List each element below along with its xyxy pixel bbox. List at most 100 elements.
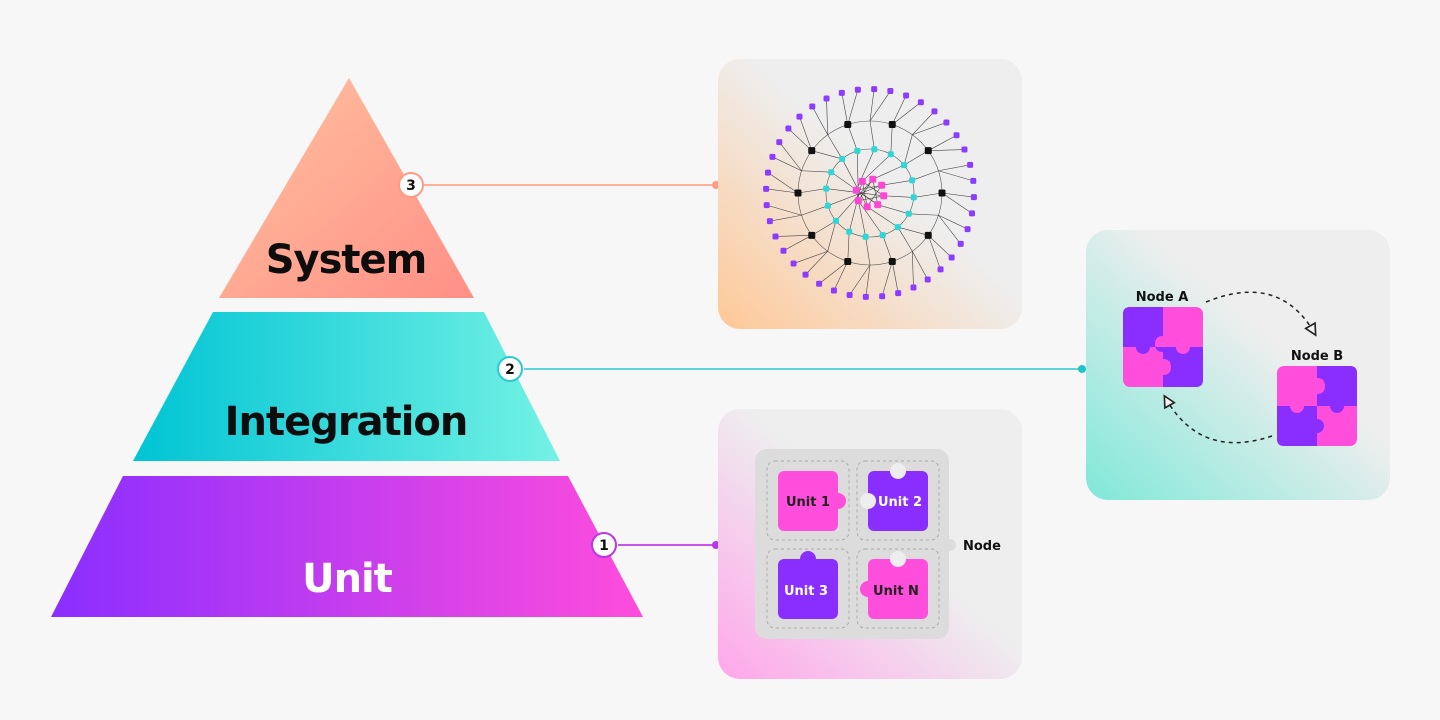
network-edge — [865, 264, 871, 297]
network-node-outer — [830, 287, 837, 294]
network-edge — [858, 200, 883, 236]
network-node-inner — [871, 146, 878, 153]
network-node-outer — [854, 86, 861, 93]
pyramid-tier-integration — [133, 312, 560, 461]
network-edge — [890, 124, 893, 155]
network-edge — [801, 205, 828, 216]
network-edge — [826, 98, 828, 135]
unit-2-label: Unit 2 — [878, 495, 922, 510]
pyramid-label-unit: Unit — [302, 556, 393, 602]
network-node-outer — [796, 113, 803, 120]
network-graph-icon — [763, 86, 977, 300]
network-edge — [938, 214, 968, 230]
network-edge — [883, 195, 914, 198]
network-edge — [938, 170, 974, 182]
network-edge — [835, 179, 874, 222]
network-edge — [847, 124, 858, 151]
connectors: 3 2 1 — [398, 172, 1086, 558]
node-a-label: Node A — [1136, 290, 1189, 305]
unit-3-label: Unit 3 — [784, 584, 828, 599]
network-node-center — [852, 186, 860, 194]
network-node-outer — [887, 88, 894, 95]
network-edge — [858, 179, 874, 201]
network-edge — [811, 220, 837, 236]
network-node-outer — [895, 290, 902, 297]
network-edge — [912, 170, 939, 181]
puzzle-piece-icon: Unit 1 — [778, 471, 846, 531]
svg-text:2: 2 — [505, 362, 515, 378]
network-node-inner — [910, 194, 917, 201]
network-edge — [882, 235, 893, 262]
network-edge — [891, 95, 907, 125]
network-edge — [912, 122, 947, 136]
network-edge — [912, 251, 914, 288]
network-node-outer — [776, 139, 783, 146]
node-b-puzzle-icon — [1277, 366, 1357, 446]
number-badge-2: 2 — [497, 356, 523, 382]
network-node-mid — [844, 121, 852, 129]
network-edge — [779, 141, 802, 171]
network-edge — [793, 250, 828, 264]
network-edge — [797, 188, 827, 194]
node-a-puzzle-icon — [1123, 307, 1203, 387]
network-node-mid — [808, 147, 816, 155]
puzzle-piece-icon: Unit 3 — [778, 551, 838, 619]
network-edge — [872, 179, 879, 205]
network-edge — [869, 90, 891, 122]
network-edge — [818, 261, 848, 284]
network-node-inner — [909, 177, 916, 184]
network-node-outer — [953, 132, 960, 139]
network-edge — [801, 170, 832, 173]
connector-integration-dot — [1078, 365, 1086, 373]
svg-text:3: 3 — [406, 178, 416, 194]
network-node-inner — [854, 147, 861, 154]
network-node-outer — [802, 271, 809, 278]
network-node-outer — [961, 146, 968, 153]
network-edge — [811, 150, 843, 160]
network-node-inner — [905, 210, 912, 217]
network-node-center — [858, 177, 866, 185]
number-badge-1: 1 — [591, 532, 617, 558]
network-node-center — [863, 203, 871, 211]
network-edge — [847, 89, 859, 125]
network-node-outer — [809, 103, 816, 110]
network-node-inner — [901, 162, 908, 169]
network-node-center — [874, 201, 882, 209]
network-edge — [858, 195, 884, 202]
network-edge — [897, 226, 929, 236]
network-node-inner — [828, 169, 835, 176]
network-edge — [928, 235, 952, 258]
node-label: Node — [963, 539, 1001, 554]
network-edge — [903, 134, 913, 166]
node-b-label: Node B — [1291, 349, 1343, 364]
network-edge — [903, 150, 929, 166]
network-node-outer — [967, 161, 974, 168]
network-edge — [941, 192, 973, 214]
network-node-outer — [910, 284, 917, 291]
network-node-outer — [785, 125, 792, 132]
network-edge — [812, 106, 828, 135]
network-ring — [825, 148, 915, 238]
puzzle-piece-icon: Unit 2 — [860, 463, 928, 531]
network-node-outer — [862, 293, 869, 300]
network-node-outer — [790, 260, 797, 267]
network-node-outer — [763, 202, 770, 209]
network-node-outer — [823, 95, 830, 102]
network-edge — [869, 120, 875, 150]
network-node-center — [878, 181, 886, 189]
network-edge — [775, 235, 812, 237]
network-edge — [913, 192, 943, 198]
number-badge-3: 3 — [398, 172, 424, 198]
network-node-outer — [879, 293, 886, 300]
network-edge — [927, 235, 941, 270]
network-node-outer — [766, 218, 773, 225]
network-node-outer — [772, 233, 779, 240]
network-edge — [772, 156, 802, 172]
network-node-outer — [765, 169, 772, 176]
network-node-outer — [846, 291, 853, 298]
network-node-mid — [924, 231, 932, 239]
network-node-inner — [894, 224, 901, 231]
network-edge — [766, 204, 802, 216]
network-edge — [881, 180, 913, 186]
